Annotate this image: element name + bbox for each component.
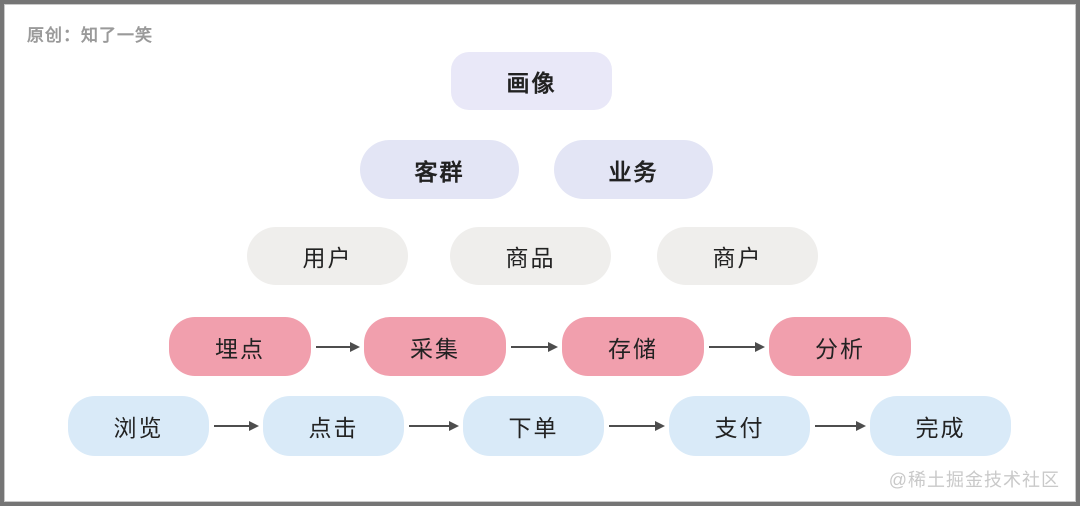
arrow-head <box>755 341 765 352</box>
arrow-right-icon <box>315 341 360 353</box>
arrow-head <box>249 421 259 431</box>
arrow-line <box>511 345 550 348</box>
node-entity-3: 商户 <box>657 227 818 285</box>
node-segment-1: 客群 <box>360 140 519 199</box>
arrow-head <box>449 421 459 431</box>
node-pipeline-3: 存储 <box>562 317 704 376</box>
node-entity-2: 商品 <box>450 227 611 285</box>
node-journey-4: 支付 <box>669 396 810 456</box>
node-portrait-1: 画像 <box>451 52 612 110</box>
arrow-line <box>709 345 757 348</box>
arrow-right-icon <box>708 341 765 353</box>
arrow-right-icon <box>608 420 665 432</box>
node-pipeline-1: 埋点 <box>169 317 311 376</box>
node-journey-5: 完成 <box>870 396 1011 456</box>
node-pipeline-4: 分析 <box>769 317 911 376</box>
arrow-line <box>409 425 451 427</box>
arrow-head <box>655 421 665 431</box>
arrow-right-icon <box>408 420 459 432</box>
node-segment-2: 业务 <box>554 140 713 199</box>
arrow-line <box>214 425 251 427</box>
arrow-head <box>350 341 360 352</box>
node-journey-1: 浏览 <box>68 396 209 456</box>
arrow-head <box>548 341 558 352</box>
node-entity-1: 用户 <box>247 227 408 285</box>
arrow-head <box>856 421 866 431</box>
arrow-right-icon <box>510 341 558 353</box>
arrow-line <box>609 425 657 427</box>
arrow-line <box>316 345 352 348</box>
arrow-right-icon <box>213 420 259 432</box>
author-credit: 原创：知了一笑 <box>27 26 153 45</box>
arrow-right-icon <box>814 420 866 432</box>
arrow-line <box>815 425 858 427</box>
watermark: @稀土掘金技术社区 <box>888 470 1060 490</box>
node-journey-2: 点击 <box>263 396 404 456</box>
node-journey-3: 下单 <box>463 396 604 456</box>
node-pipeline-2: 采集 <box>364 317 506 376</box>
